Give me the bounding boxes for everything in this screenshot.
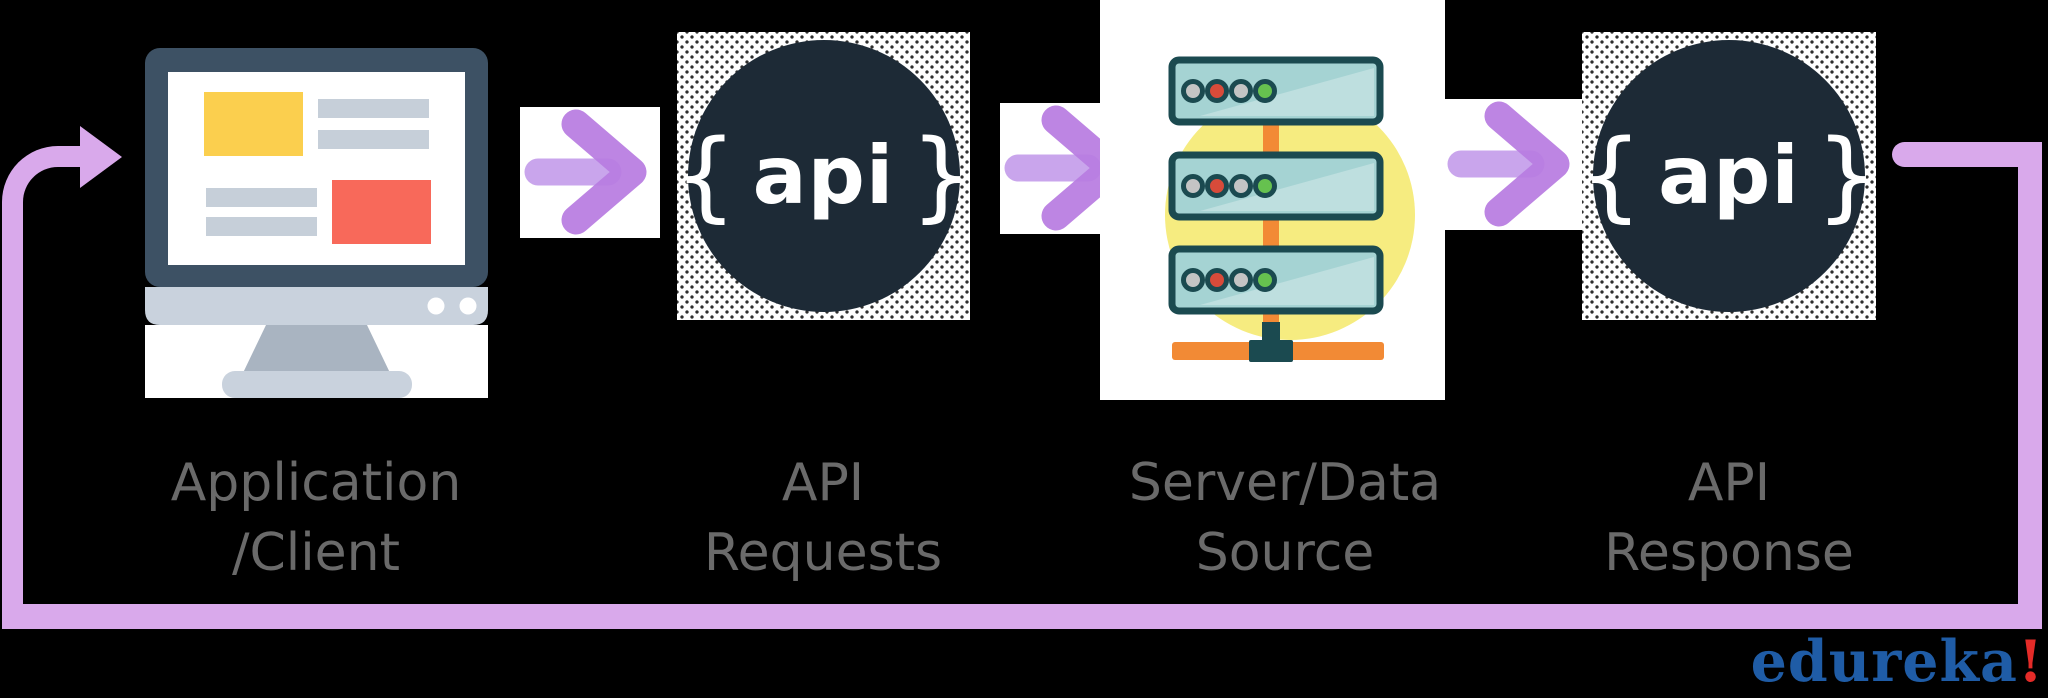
loop-top-left-curve <box>2 146 84 212</box>
server-icon <box>1100 0 1445 400</box>
loop-right-line <box>2018 142 2042 629</box>
loop-left-line <box>2 204 23 629</box>
label-server-data-source: Server/Data Source <box>1129 448 1441 588</box>
screen-red-block <box>332 180 431 244</box>
label-application-client: Application /Client <box>171 448 462 588</box>
api-word: api <box>1658 129 1800 222</box>
monitor-base <box>222 371 412 398</box>
api-close-brace: } <box>910 119 973 233</box>
client-monitor-icon <box>145 45 488 398</box>
logo-text: edureka <box>1750 628 2018 695</box>
server-connector-base <box>1249 340 1293 362</box>
screen-text-bar <box>206 217 317 236</box>
api-response-icon: { api } <box>1580 32 1878 320</box>
label-api-response: API Response <box>1604 448 1854 588</box>
api-badge: { api } <box>674 40 973 312</box>
loop-bottom-line <box>2 604 2042 629</box>
api-badge: { api } <box>1580 40 1878 312</box>
logo-exclamation: ! <box>2017 628 2044 695</box>
label-line: API <box>1687 453 1771 513</box>
screen-text-bar <box>318 99 429 118</box>
label-line: Response <box>1604 523 1854 583</box>
bezel-dot <box>427 297 445 315</box>
label-line: Application <box>170 453 462 513</box>
flow-arrow-icon <box>1443 99 1583 230</box>
api-word: api <box>752 129 895 222</box>
api-close-brace: } <box>1815 119 1879 233</box>
screen-text-bar <box>206 188 317 207</box>
edureka-logo: edureka! <box>1751 628 2044 695</box>
label-line: /Client <box>231 523 401 583</box>
server-unit <box>1168 151 1384 221</box>
api-open-brace: { <box>1579 119 1643 233</box>
monitor-stand <box>242 325 391 375</box>
loop-top-right-line <box>1892 142 2042 167</box>
server-unit <box>1168 245 1384 315</box>
label-line: Server/Data <box>1128 453 1442 513</box>
label-line: API <box>781 453 865 513</box>
bezel-dot <box>459 297 477 315</box>
label-line: Requests <box>703 523 943 583</box>
flow-arrow-icon <box>520 107 660 238</box>
server-unit <box>1168 56 1384 126</box>
loop-arrowhead-icon <box>80 126 122 188</box>
label-line: Source <box>1195 523 1375 583</box>
api-open-brace: { <box>674 119 737 233</box>
monitor-bezel <box>145 287 488 325</box>
screen-yellow-block <box>204 92 303 156</box>
label-api-requests: API Requests <box>704 448 942 588</box>
screen-text-bar <box>318 130 429 149</box>
api-requests-icon: { api } <box>674 32 973 320</box>
